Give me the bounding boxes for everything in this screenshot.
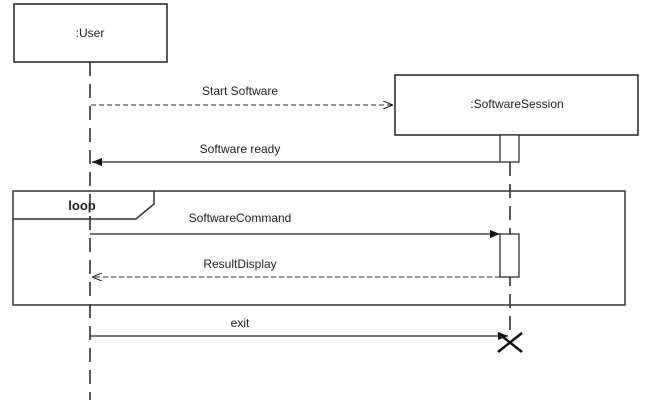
loop-fragment[interactable]: loop <box>12 190 626 306</box>
loop-label-tab <box>13 191 155 220</box>
destroy-x-icon <box>497 332 523 353</box>
message-exit-label: exit <box>231 316 250 330</box>
lifeline-user-label: :User <box>76 26 105 40</box>
message-start-label: Start Software <box>202 84 278 98</box>
lifeline-session[interactable]: :SoftwareSession <box>394 74 639 335</box>
message-software-command[interactable]: SoftwareCommand <box>90 211 500 238</box>
loop-operator-label: loop <box>68 198 95 213</box>
message-command-label: SoftwareCommand <box>189 211 292 225</box>
message-start-software[interactable]: Start Software <box>91 84 393 105</box>
message-result-display[interactable]: ResultDisplay <box>92 257 500 277</box>
message-result-label: ResultDisplay <box>203 257 276 271</box>
lifeline-user-box[interactable] <box>13 3 168 63</box>
activation-bar-1 <box>499 134 520 163</box>
message-ready-label: Software ready <box>200 142 281 156</box>
message-exit[interactable]: exit <box>90 316 508 340</box>
lifeline-session-label: :SoftwareSession <box>470 97 563 111</box>
lifeline-user[interactable]: :User <box>13 3 168 400</box>
lifeline-session-box[interactable] <box>394 74 639 136</box>
message-software-ready[interactable]: Software ready <box>92 142 500 166</box>
activation-bar-2 <box>499 233 520 278</box>
loop-frame <box>12 190 626 306</box>
